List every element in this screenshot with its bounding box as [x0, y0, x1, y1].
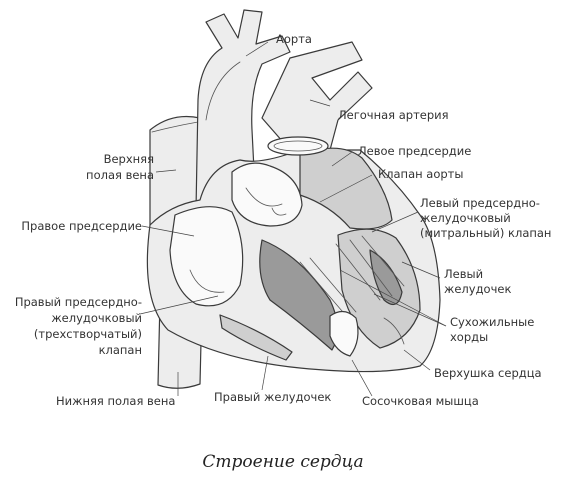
heart-illustration — [146, 9, 441, 389]
label-mitral-valve-line-3: (митральный) клапан — [420, 226, 551, 240]
label-apex: Верхушка сердца — [434, 366, 542, 380]
label-pulmonary-artery: Легочная артерия — [338, 108, 449, 122]
label-left-ventricle-line-1: Левый — [444, 267, 483, 281]
label-papillary-muscle: Сосочковая мышца — [362, 394, 479, 408]
leader-lines — [139, 41, 447, 397]
label-tricuspid-valve-line-2: желудочковый — [51, 311, 142, 325]
label-right-ventricle: Правый желудочек — [214, 390, 331, 404]
label-mitral-valve-line-2: желудочковый — [420, 211, 511, 225]
label-tricuspid-valve-line-4: клапан — [99, 343, 142, 357]
label-inferior-vena-cava: Нижняя полая вена — [56, 394, 175, 408]
label-superior-vena-cava-line-2: полая вена — [86, 168, 154, 182]
label-aortic-valve: Клапан аорты — [378, 167, 463, 181]
label-tricuspid-valve-line-1: Правый предсердно- — [15, 295, 142, 309]
label-chordae-line-2: хорды — [450, 330, 488, 344]
label-left-ventricle-line-2: желудочек — [444, 282, 511, 296]
figure-caption: Строение сердца — [202, 452, 364, 472]
label-right-atrium: Правое предсердие — [21, 219, 142, 233]
label-tricuspid-valve-line-3: (трехстворчатый) — [34, 327, 142, 341]
label-left-atrium: Левое предсердие — [358, 144, 471, 158]
label-superior-vena-cava-line-1: Верхняя — [104, 152, 154, 166]
label-chordae-line-1: Сухожильные — [450, 315, 534, 329]
label-mitral-valve-line-1: Левый предсердно- — [420, 196, 540, 210]
label-aorta: Аорта — [276, 32, 312, 46]
labels: Аорта Легочная артерия Левое предсердие … — [15, 32, 552, 408]
